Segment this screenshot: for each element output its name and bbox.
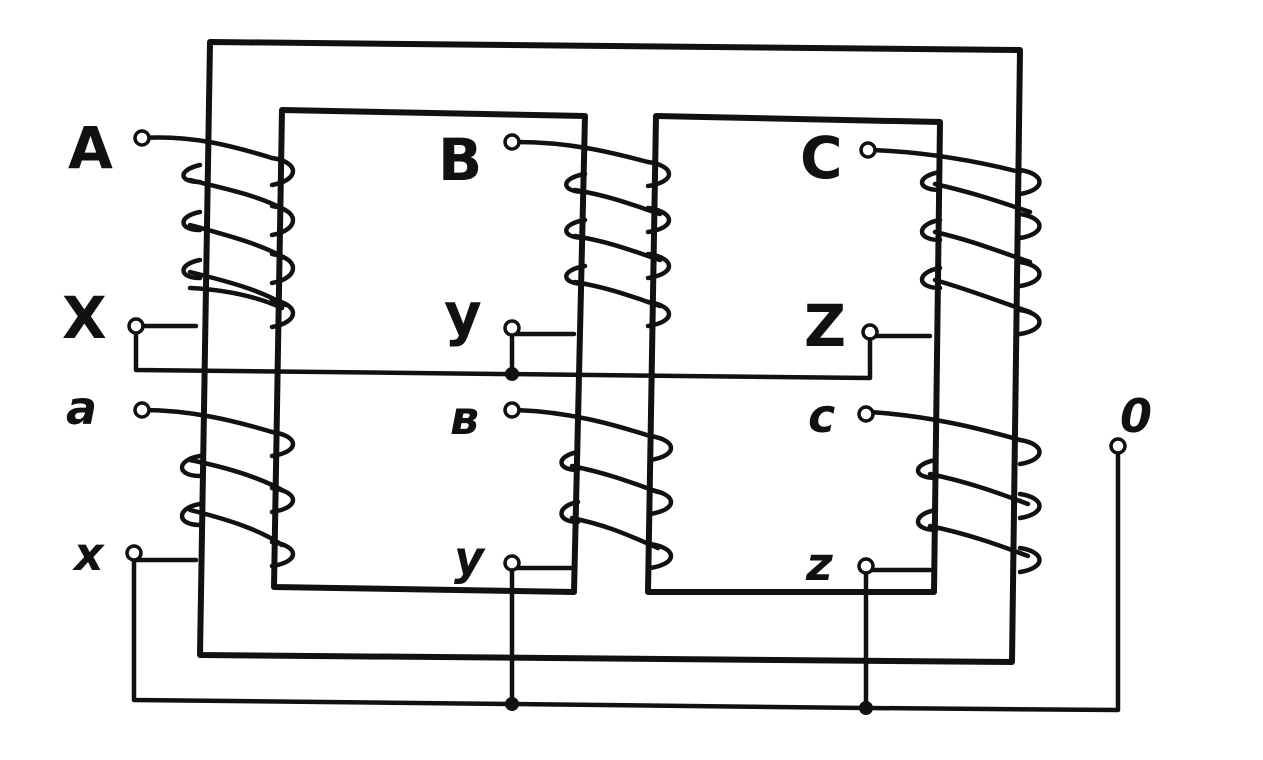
terminal-x xyxy=(125,544,143,562)
windings xyxy=(139,135,1042,575)
core-outer-frame xyxy=(197,39,1023,665)
label-X: X xyxy=(62,284,107,352)
terminal-z xyxy=(857,557,875,575)
terminal-y xyxy=(503,554,521,572)
wire-lv-neutral-bus xyxy=(131,445,1121,713)
label-z: z xyxy=(805,537,833,591)
label-Y: y xyxy=(444,280,482,348)
label-y: y xyxy=(454,531,486,585)
junction-lv-y xyxy=(505,697,519,711)
label-A: A xyxy=(68,114,113,182)
terminals xyxy=(125,129,1127,575)
coil-phase-b-lv xyxy=(513,407,673,571)
terminal-X xyxy=(127,317,145,335)
terminal-neutral xyxy=(1109,437,1127,455)
terminal-Y xyxy=(503,319,521,337)
coil-phase-b-hv xyxy=(513,139,671,329)
label-x: x xyxy=(72,527,105,581)
label-B: B xyxy=(438,126,482,194)
junctions xyxy=(505,367,873,715)
label-c: c xyxy=(808,389,835,443)
core xyxy=(197,39,1023,665)
wiring xyxy=(131,323,1121,713)
label-a: a xyxy=(66,381,97,435)
core-right-window xyxy=(645,113,943,595)
coil-phase-c-hv xyxy=(867,147,1042,337)
coil-phase-a-hv xyxy=(139,135,295,330)
terminal-B xyxy=(503,133,521,151)
label-Z: Z xyxy=(804,292,846,360)
labels: A X a x B y в y C Z c z 0 xyxy=(62,114,1152,591)
junction-hv-star xyxy=(505,367,519,381)
terminal-C xyxy=(859,141,877,159)
coil-phase-a-lv xyxy=(139,407,295,569)
core-left-window xyxy=(271,107,588,595)
terminal-a xyxy=(133,401,151,419)
terminal-c xyxy=(857,405,875,423)
terminal-A xyxy=(133,129,151,147)
label-neutral: 0 xyxy=(1120,389,1152,443)
wire-hv-star-point xyxy=(133,323,873,381)
coil-phase-c-lv xyxy=(867,409,1042,575)
terminal-Z xyxy=(861,323,879,341)
label-C: C xyxy=(800,124,843,192)
label-b: в xyxy=(450,391,479,445)
junction-lv-z xyxy=(859,701,873,715)
terminal-b xyxy=(503,401,521,419)
